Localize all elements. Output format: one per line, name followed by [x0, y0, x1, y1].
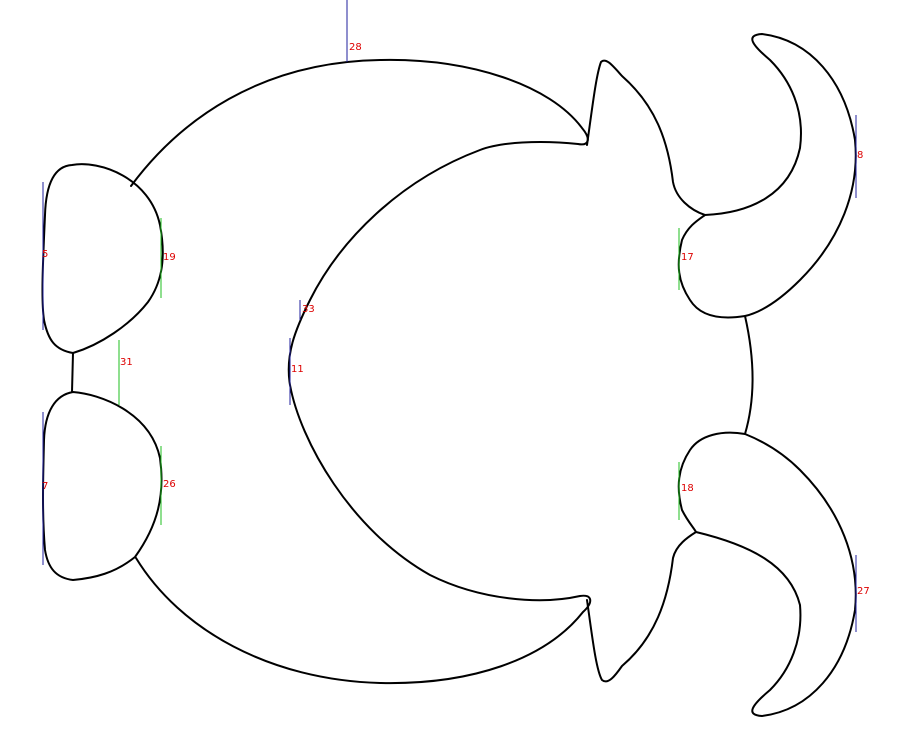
marker-label-17: 17	[681, 252, 694, 263]
left-upper-lobe	[41, 163, 164, 354]
marker-label-18: 18	[681, 483, 694, 494]
crescent-body	[130, 58, 592, 685]
marker-label-19: 19	[163, 252, 176, 263]
marker-label-8: 8	[857, 150, 863, 161]
left-lower-lobe	[42, 391, 163, 581]
marker-label-26: 26	[163, 479, 176, 490]
right-upper-horn	[586, 33, 857, 319]
marker-label-31: 31	[120, 357, 133, 368]
left-connector	[71, 352, 74, 393]
marker-label-33: 33	[302, 304, 315, 315]
right-lower-horn	[586, 431, 857, 717]
right-connector	[744, 315, 754, 435]
marker-layer: 28 8 5 19 17 33 11 31 7 26 18 27	[42, 0, 870, 632]
marker-label-28: 28	[349, 42, 362, 53]
marker-label-11: 11	[291, 364, 304, 375]
marker-label-27: 27	[857, 586, 870, 597]
marker-label-5: 5	[42, 249, 48, 260]
marker-label-7: 7	[42, 481, 48, 492]
